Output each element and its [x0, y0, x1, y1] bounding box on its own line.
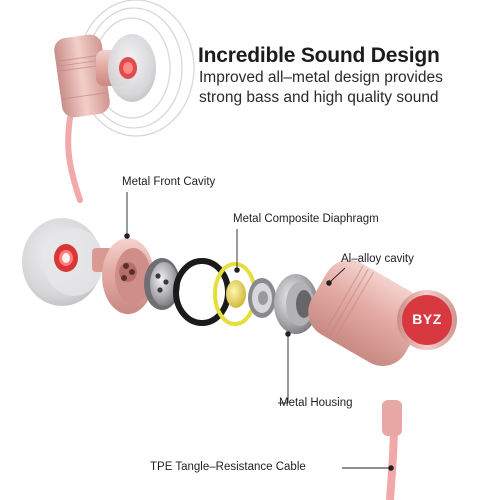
metal-front-cavity [92, 238, 154, 314]
callout-front-cavity: Metal Front Cavity [122, 176, 216, 188]
headline-line-2: strong bass and high quality sound [199, 89, 439, 106]
brand-logo-text: BYZ [412, 311, 442, 327]
composite-diaphragm [213, 262, 276, 326]
callout-housing: Metal Housing [279, 397, 353, 409]
headline-line-1: Improved all–metal design provides [199, 69, 443, 86]
callout-diaphragm: Metal Composite Diaphragm [233, 213, 379, 225]
callout-cable: TPE Tangle–Resistance Cable [150, 461, 306, 473]
metal-housing [274, 274, 318, 334]
callout-lines [124, 192, 394, 471]
al-alloy-cavity [308, 260, 457, 500]
exploded-parts [22, 218, 457, 500]
steel-mesh-disk [144, 258, 180, 310]
ear-tip [22, 218, 104, 306]
headline-title: Incredible Sound Design [198, 44, 440, 67]
assembled-earphone [54, 0, 195, 203]
callout-alloy-cavity: Al–alloy cavity [341, 253, 414, 265]
top-cable [65, 115, 83, 203]
